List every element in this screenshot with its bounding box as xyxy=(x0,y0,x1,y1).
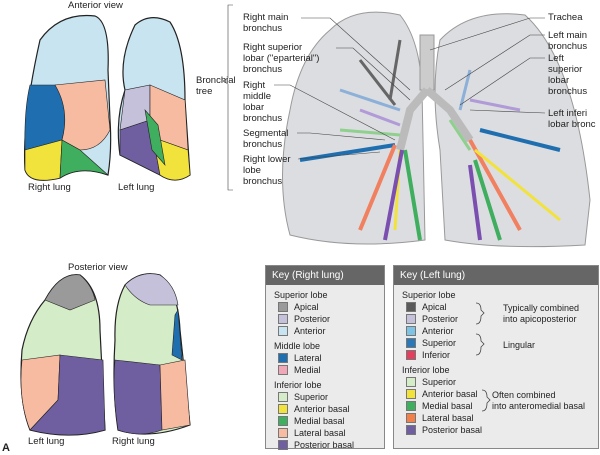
color-swatch xyxy=(406,424,416,435)
label-left-main-bronchus: Left main bronchus xyxy=(548,30,588,52)
key-item: Lateral xyxy=(278,352,384,363)
key-item: Apical xyxy=(406,301,598,312)
key-item-label: Apical xyxy=(422,301,447,312)
key-item-label: Superior xyxy=(294,391,329,402)
label-trachea: Trachea xyxy=(548,12,583,23)
color-swatch xyxy=(278,301,288,312)
key-item: Superior xyxy=(278,391,384,402)
key-item: Anterior xyxy=(406,325,598,336)
key-item-label: Posterior basal xyxy=(422,424,483,435)
posterior-right-lung-label: Right lung xyxy=(112,436,155,447)
anterior-right-lung-label: Right lung xyxy=(28,182,71,193)
key-right-title: Key (Right lung) xyxy=(266,266,384,285)
posterior-view-title: Posterior view xyxy=(68,262,128,273)
key-item: Superior xyxy=(406,337,598,348)
color-swatch xyxy=(278,352,288,363)
key-item-label: Anterior basal xyxy=(294,403,350,414)
posterior-right-lung xyxy=(113,273,191,435)
key-item: Lateral basal xyxy=(278,427,384,438)
key-item: Medial basal xyxy=(406,400,598,411)
key-item: Medial xyxy=(278,364,384,375)
label-left-inferior-lobar-bronchus: Left inferi lobar bronc xyxy=(548,108,596,130)
key-item-label: Superior xyxy=(422,337,457,348)
key-group-heading: Middle lobe xyxy=(274,341,321,351)
key-item: Anterior basal xyxy=(406,388,598,399)
key-item-label: Medial xyxy=(294,364,321,375)
color-swatch xyxy=(406,400,416,411)
anterior-view-title: Anterior view xyxy=(68,0,123,11)
key-item-label: Medial basal xyxy=(422,400,473,411)
key-item-label: Posterior xyxy=(294,313,331,324)
posterior-left-lung-label: Left lung xyxy=(28,436,65,447)
posterior-left-lung xyxy=(20,274,106,436)
key-item-label: Anterior xyxy=(294,325,326,336)
key-group-heading: Superior lobe xyxy=(402,290,456,300)
color-swatch xyxy=(278,427,288,438)
key-item-label: Lateral xyxy=(294,352,322,363)
key-item: Posterior xyxy=(278,313,384,324)
key-item: Apical xyxy=(278,301,384,312)
color-swatch xyxy=(406,337,416,348)
key-item-label: Inferior xyxy=(422,349,451,360)
key-item: Inferior xyxy=(406,349,598,360)
color-swatch xyxy=(278,313,288,324)
label-right-lower-lobe-bronchus: Right lower lobe bronchus xyxy=(243,154,291,187)
color-swatch xyxy=(406,313,416,324)
note-lingular: Lingular xyxy=(503,340,536,350)
label-left-superior-lobar-bronchus: Left superior lobar bronchus xyxy=(548,53,588,97)
color-swatch xyxy=(278,364,288,375)
color-swatch xyxy=(278,403,288,414)
key-item: Superior xyxy=(406,376,598,387)
note-apicoposterior: Typically combined into apicoposterior xyxy=(503,303,580,324)
key-item: Anterior basal xyxy=(278,403,384,414)
key-item-label: Posterior xyxy=(422,313,459,324)
key-item-label: Anterior basal xyxy=(422,388,478,399)
key-item-label: Lateral basal xyxy=(294,427,346,438)
key-item-label: Lateral basal xyxy=(422,412,474,423)
anterior-left-lung xyxy=(117,17,191,181)
color-swatch xyxy=(406,325,416,336)
color-swatch xyxy=(406,412,416,423)
key-left-title: Key (Left lung) xyxy=(394,266,598,285)
bronchial-tree-illustration xyxy=(222,4,591,248)
key-item-label: Superior xyxy=(422,376,457,387)
key-item: Anterior xyxy=(278,325,384,336)
key-item: Lateral basal xyxy=(406,412,598,423)
key-item: Posterior xyxy=(406,313,598,324)
label-right-main-bronchus: Right main bronchus xyxy=(243,12,289,34)
color-swatch xyxy=(278,391,288,402)
color-swatch xyxy=(278,325,288,336)
note-anteromedial-basal: Often combined into anteromedial basal xyxy=(492,390,586,411)
key-item-label: Apical xyxy=(294,301,319,312)
anterior-left-lung-label: Left lung xyxy=(118,182,155,193)
color-swatch xyxy=(406,301,416,312)
color-swatch xyxy=(406,388,416,399)
label-right-superior-lobar-bronchus: Right superior lobar ("eparterial") bron… xyxy=(243,42,320,75)
label-right-middle-lobar-bronchus: Right middle lobar bronchus xyxy=(243,80,283,124)
key-item: Medial basal xyxy=(278,415,384,426)
key-item-label: Medial basal xyxy=(294,415,345,426)
color-swatch xyxy=(278,415,288,426)
bronchial-tree-label: Bronchial tree xyxy=(196,75,236,97)
key-group-heading: Inferior lobe xyxy=(402,365,450,375)
key-item: Posterior basal xyxy=(406,424,598,435)
key-group-heading: Inferior lobe xyxy=(274,380,322,390)
anterior-right-lung xyxy=(23,14,112,181)
key-item: Posterior basal xyxy=(278,439,384,450)
label-segmental-bronchus: Segmental bronchus xyxy=(243,128,289,150)
key-item-label: Posterior basal xyxy=(294,439,355,450)
key-group-heading: Superior lobe xyxy=(274,290,328,300)
color-swatch xyxy=(406,376,416,387)
key-item-label: Anterior xyxy=(422,325,454,336)
figure-letter: A xyxy=(2,442,10,454)
color-swatch xyxy=(278,439,288,450)
color-swatch xyxy=(406,349,416,360)
